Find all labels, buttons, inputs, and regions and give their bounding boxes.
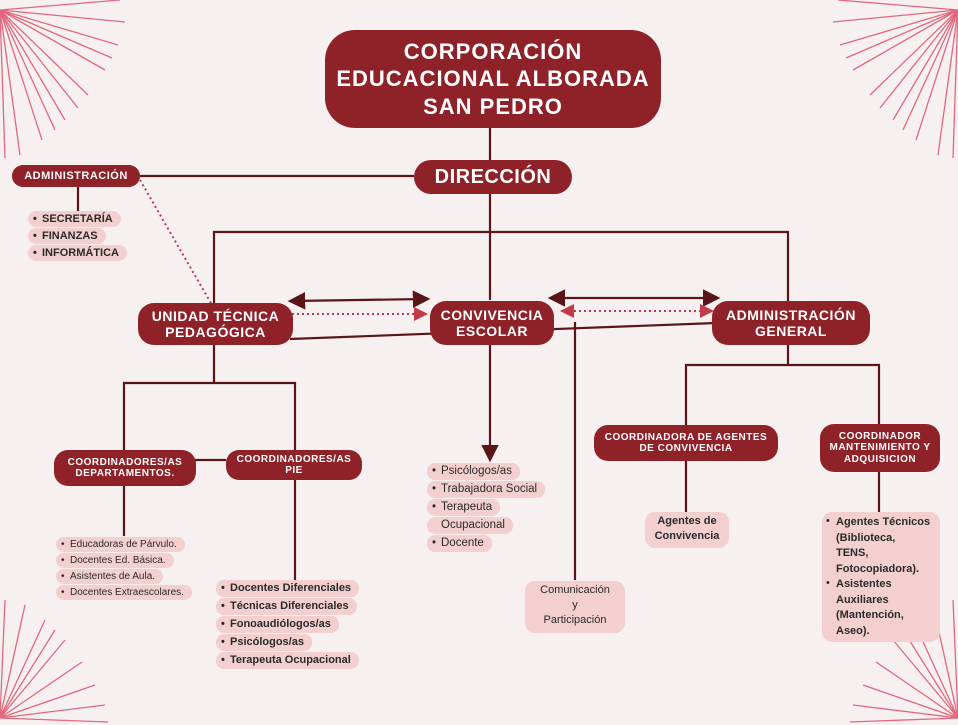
coord-mantenimiento-list: Agentes Técnicos (Biblioteca, TENS, Foto… (822, 512, 940, 642)
comunicacion-line3: Participación (543, 613, 607, 626)
coord-departamentos-list: Educadoras de Párvulo. Docentes Ed. Bási… (56, 537, 192, 601)
utp-node: UNIDAD TÉCNICA PEDAGÓGICA (138, 303, 293, 345)
list-item: Psicólogos/as (216, 634, 312, 651)
list-item: FINANZAS (28, 228, 106, 244)
list-item: Psicólogos/as (427, 463, 520, 480)
coord-pie-list: Docentes Diferenciales Técnicas Diferenc… (216, 580, 360, 670)
convivencia-line2: ESCOLAR (456, 323, 528, 339)
coord-mant-line2: MANTENIMIENTO Y (829, 442, 931, 454)
list-item: (Mantención, (836, 609, 904, 621)
list-item: (Biblioteca, (836, 531, 896, 544)
coord-pie-line2: PIE (285, 465, 303, 476)
convivencia-node: CONVIVENCIA ESCOLAR (430, 301, 554, 345)
list-item: Trabajadora Social (427, 481, 546, 498)
list-item: Docentes Extraescolares. (56, 585, 192, 600)
coord-departamentos-line2: DEPARTAMENTOS. (75, 468, 175, 479)
list-item: Educadoras de Párvulo. (56, 537, 185, 552)
list-item: Terapeuta (427, 499, 501, 516)
coord-mantenimiento-node: COORDINADOR MANTENIMIENTO Y ADQUISICION (820, 424, 940, 472)
corporation-title-line2: EDUCACIONAL ALBORADA (336, 66, 650, 92)
administracion-list: SECRETARÍA FINANZAS INFORMÁTICA (28, 211, 127, 262)
list-item: Aseo). (836, 624, 870, 637)
direccion-label: DIRECCIÓN (434, 165, 552, 188)
bullet-icon: • (826, 515, 830, 527)
coord-mant-line1: COORDINADOR (838, 430, 922, 442)
list-item: Terapeuta Ocupacional (216, 652, 359, 669)
admin-general-line2: GENERAL (755, 323, 827, 339)
agentes-convivencia-box: Agentes de Convivencia (645, 512, 729, 548)
list-item: Ocupacional (427, 517, 513, 534)
utp-line1: UNIDAD TÉCNICA (151, 307, 280, 324)
list-item: Fonoaudiólogos/as (216, 616, 339, 633)
list-item: INFORMÁTICA (28, 245, 127, 261)
list-item-continuation: Ocupacional (441, 519, 505, 531)
agentes-line1: Agentes de (657, 515, 717, 527)
coord-agentes-line1: COORDINADORA DE AGENTES (604, 431, 768, 443)
admin-general-node: ADMINISTRACIÓN GENERAL (712, 301, 870, 345)
list-item: Docentes Ed. Básica. (56, 553, 174, 568)
convivencia-line1: CONVIVENCIA (440, 306, 544, 323)
administracion-node: ADMINISTRACIÓN (12, 165, 140, 187)
list-item: Asistentes de Aula. (56, 569, 164, 584)
list-item: Docente (427, 535, 492, 552)
list-item: Fotocopiadora). (836, 562, 920, 575)
comunicacion-node: Comunicación y Participación (525, 581, 625, 633)
administracion-label: ADMINISTRACIÓN (24, 169, 128, 182)
list-item: Técnicas Diferenciales (216, 598, 357, 615)
bullet-icon: • (826, 577, 830, 589)
coord-departamentos-line1: COORDINADORES/AS (67, 456, 183, 468)
corporation-title-node: CORPORACIÓN EDUCACIONAL ALBORADA SAN PED… (325, 30, 661, 128)
coord-agentes-line2: DE CONVIVENCIA (639, 443, 733, 454)
list-item: SECRETARÍA (28, 211, 121, 227)
decorative-burst-bottom-left (0, 600, 109, 723)
admin-general-line1: ADMINISTRACIÓN (726, 306, 856, 323)
comunicacion-line1: Comunicación (540, 584, 610, 596)
agentes-line2: Convivencia (654, 529, 720, 542)
list-item: Docentes Diferenciales (216, 580, 360, 597)
coord-pie-line1: COORDINADORES/AS (236, 453, 352, 465)
coord-pie-node: COORDINADORES/AS PIE (226, 450, 362, 480)
direccion-node: DIRECCIÓN (414, 160, 572, 194)
corporation-title-line1: CORPORACIÓN (403, 38, 583, 64)
coord-agentes-node: COORDINADORA DE AGENTES DE CONVIVENCIA (594, 425, 778, 461)
list-item: Agentes Técnicos (836, 516, 931, 528)
convivencia-list: Psicólogos/as Trabajadora Social Terapeu… (427, 463, 546, 553)
list-item: TENS, (836, 547, 869, 559)
corporation-title-line3: SAN PEDRO (423, 93, 563, 119)
list-item: Asistentes (836, 578, 892, 590)
comunicacion-line2: y (572, 598, 578, 611)
coord-mant-line3: ADQUISICION (843, 453, 917, 465)
coord-departamentos-node: COORDINADORES/AS DEPARTAMENTOS. (54, 450, 196, 486)
list-item: Auxiliares (836, 593, 889, 606)
decorative-burst-top-right (832, 0, 958, 159)
decorative-burst-top-left (0, 0, 126, 159)
utp-line2: PEDAGÓGICA (165, 324, 266, 340)
